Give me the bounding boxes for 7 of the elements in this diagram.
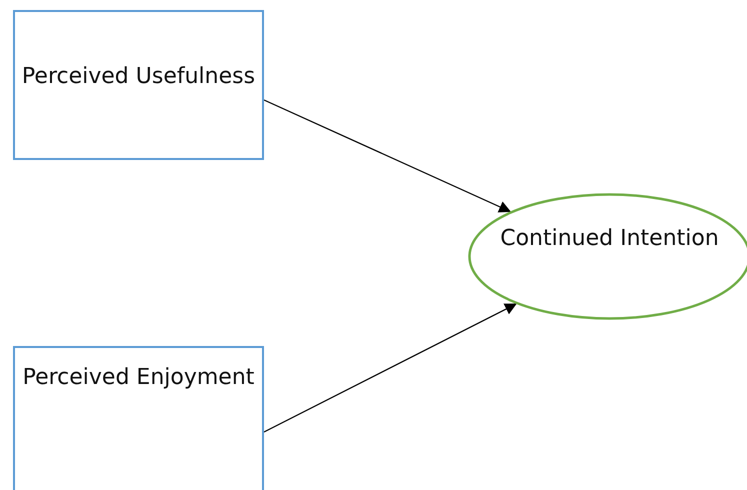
arrow	[264, 99, 511, 212]
construct-label: Continued Intention	[499, 225, 720, 253]
construct-label: Perceived Enjoyment	[22, 364, 256, 392]
construct-box	[13, 10, 264, 160]
construct-label: Perceived Usefulness	[20, 63, 256, 91]
arrow	[264, 304, 517, 433]
construct-box	[13, 346, 264, 490]
